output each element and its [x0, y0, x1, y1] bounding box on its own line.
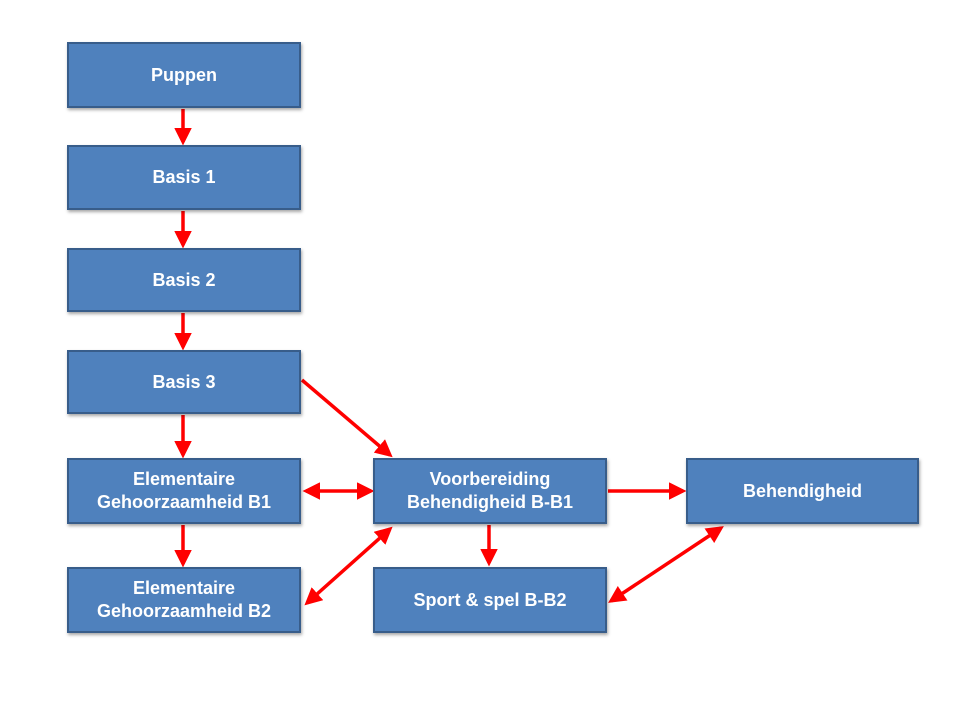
node-elementaire-gehoorzaamheid-b2: Elementaire Gehoorzaamheid B2	[67, 567, 301, 633]
node-basis-2: Basis 2	[67, 248, 301, 312]
node-elementaire-gehoorzaamheid-b1: Elementaire Gehoorzaamheid B1	[67, 458, 301, 524]
node-basis-1: Basis 1	[67, 145, 301, 210]
node-voorbereiding-behendigheid-b-b1: Voorbereiding Behendigheid B-B1	[373, 458, 607, 524]
node-basis-3: Basis 3	[67, 350, 301, 414]
arrow-sport-behendigheid	[608, 526, 724, 603]
arrow-elem-b2-voorbereiding	[304, 526, 393, 606]
node-puppen: Puppen	[67, 42, 301, 108]
node-sport-en-spel-b-b2: Sport & spel B-B2	[373, 567, 607, 633]
node-behendigheid: Behendigheid	[686, 458, 919, 524]
arrow-basis3-voorbereiding	[300, 378, 393, 458]
